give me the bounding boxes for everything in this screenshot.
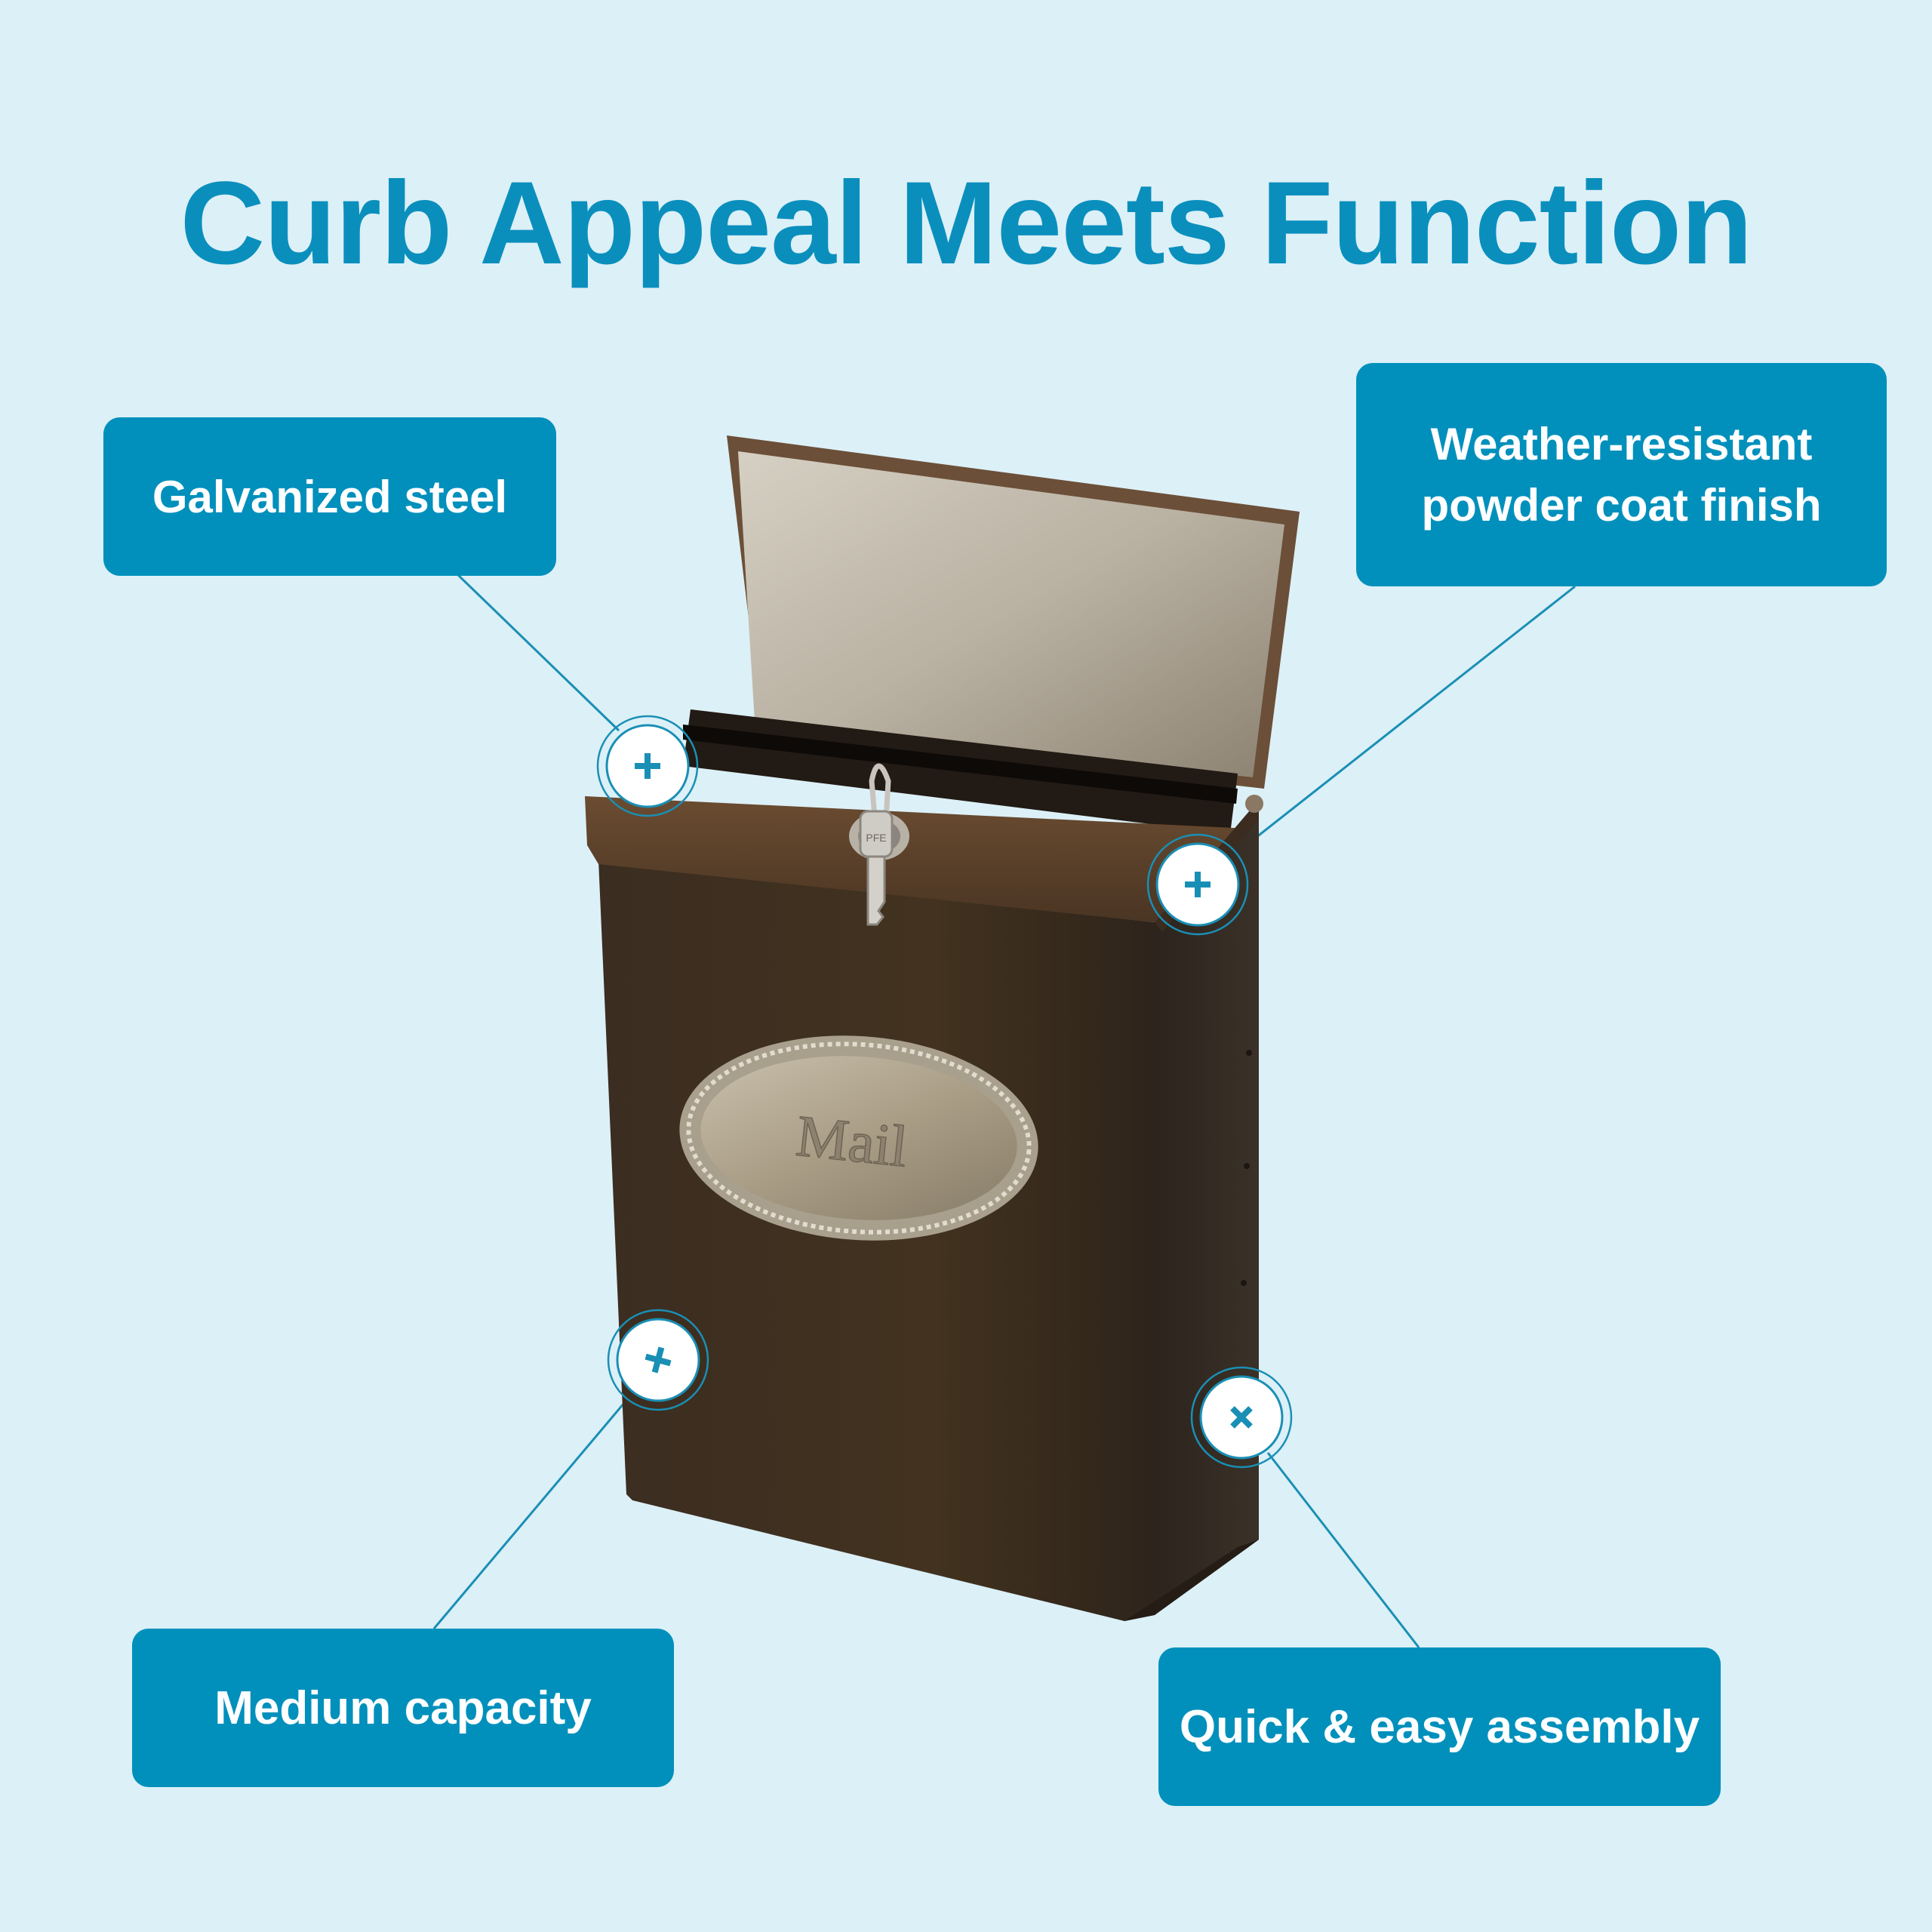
connector-line-galvanized	[455, 572, 620, 732]
connector-line-quick	[1266, 1452, 1420, 1648]
callout-label-line1: Weather-resistant	[1430, 419, 1813, 469]
mailbox-body	[598, 860, 1155, 1621]
callout-label: Galvanized steel	[152, 471, 508, 522]
mail-plaque: Mail	[679, 1035, 1038, 1241]
page-title: Curb Appeal Meets Function	[180, 158, 1753, 289]
mailbox-lid-inner	[738, 451, 1284, 777]
plus-icon	[1230, 1406, 1253, 1429]
callout-label-line2: powder coat finish	[1421, 480, 1822, 531]
plus-icon	[645, 1346, 672, 1374]
connector-line-weather	[1223, 585, 1576, 864]
hotspot-weather[interactable]	[1146, 833, 1249, 936]
plus-icon	[1185, 872, 1211, 897]
key-label: PFE	[866, 832, 886, 844]
hotspot-medium[interactable]	[607, 1309, 709, 1411]
callout-label: Quick & easy assembly	[1179, 1700, 1700, 1753]
plaque-text: Mail	[793, 1103, 911, 1180]
callout-quick-assembly: Quick & easy assembly	[1158, 1647, 1721, 1806]
callout-label: Medium capacity	[214, 1681, 592, 1734]
hotspot-galvanized[interactable]	[596, 715, 699, 817]
connector-line-medium	[432, 1397, 630, 1629]
callout-weather-resistant: Weather-resistant powder coat finish	[1356, 363, 1887, 586]
lock-and-key: PFE	[849, 763, 909, 926]
callout-galvanized-steel: Galvanized steel	[103, 417, 556, 576]
callout-medium-capacity: Medium capacity	[132, 1629, 674, 1787]
mailbox-top-band	[585, 796, 1249, 922]
plus-icon	[635, 753, 660, 779]
hotspot-quick[interactable]	[1190, 1366, 1293, 1469]
